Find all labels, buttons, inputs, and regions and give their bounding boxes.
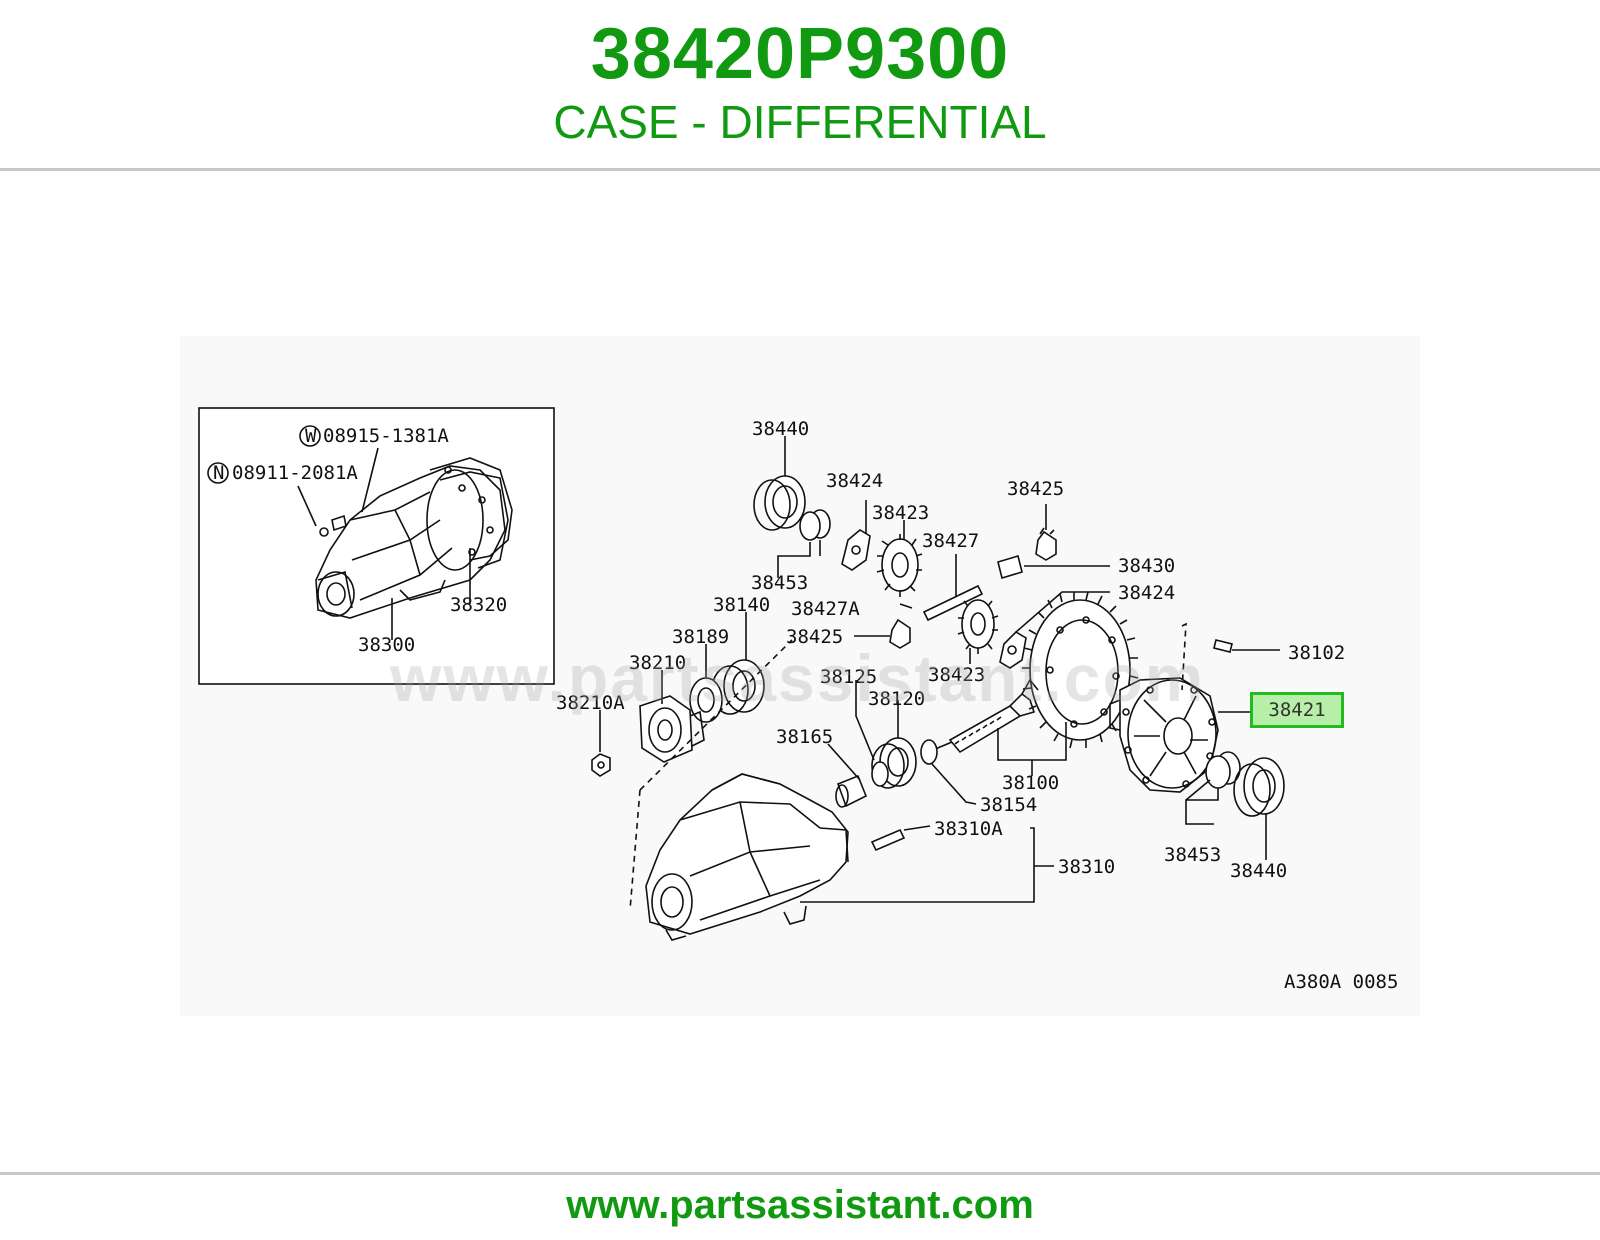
carrier-case-drawing — [645, 773, 849, 941]
highlighted-part-38421[interactable]: 38421 — [1250, 692, 1344, 728]
inset-label-bolt-w-code: 08915-1381A — [323, 425, 449, 447]
callout-38425-mid: 38425 — [786, 626, 843, 648]
page-header: 38420P9300 CASE - DIFFERENTIAL — [0, 0, 1600, 168]
ring-gear-drawing — [1022, 591, 1139, 749]
part-description: CASE - DIFFERENTIAL — [553, 96, 1047, 148]
inset-label-gasket: 38320 — [450, 594, 507, 616]
callout-38423-mid: 38423 — [928, 664, 985, 686]
callout-38125: 38125 — [820, 666, 877, 688]
inset-label-n-prefix: N — [213, 462, 224, 484]
n-circle — [207, 462, 229, 484]
footer-divider — [0, 1172, 1600, 1175]
callout-38100: 38100 — [1002, 772, 1059, 794]
inset-carrier-drawing — [315, 457, 513, 619]
diagram-code: A380A 0085 — [1284, 971, 1398, 993]
differential-case-drawing — [1109, 677, 1219, 793]
inset-label-nut-n-code: 08911-2081A — [232, 462, 358, 484]
callout-38424-mid: 38424 — [1118, 582, 1175, 604]
callout-38189: 38189 — [672, 626, 729, 648]
footer-site-url[interactable]: www.partsassistant.com — [566, 1183, 1034, 1227]
callout-38120: 38120 — [868, 688, 925, 710]
callout-38453-top: 38453 — [751, 572, 808, 594]
callout-38453-right: 38453 — [1164, 844, 1221, 866]
callout-38424-top: 38424 — [826, 470, 883, 492]
callout-38140: 38140 — [713, 594, 770, 616]
callout-38423-top: 38423 — [872, 502, 929, 524]
companion-flange-drawing — [639, 695, 705, 763]
bearing-right-drawing — [1233, 757, 1285, 817]
callout-38440-right: 38440 — [1230, 860, 1287, 882]
callout-38310A: 38310A — [934, 818, 1003, 840]
pinion-bearing-inner-drawing — [871, 737, 917, 789]
callout-38427: 38427 — [922, 530, 979, 552]
callout-38210: 38210 — [629, 652, 686, 674]
inset-label-carrier-assembly: 38300 — [358, 634, 415, 656]
callout-38427A: 38427A — [791, 598, 860, 620]
callout-38154: 38154 — [980, 794, 1037, 816]
callout-38430: 38430 — [1118, 555, 1175, 577]
bearing-top-left-drawing — [753, 475, 806, 531]
leader-inset-nut — [297, 485, 317, 527]
callout-38440-top-left: 38440 — [752, 418, 809, 440]
side-gear-mid-drawing — [957, 599, 999, 654]
callout-38165: 38165 — [776, 726, 833, 748]
side-gear-top-drawing — [876, 534, 923, 597]
header-divider — [0, 168, 1600, 171]
drive-pinion-drawing — [927, 678, 1039, 754]
leader-inset-bolt — [361, 447, 379, 513]
callout-38425-top: 38425 — [1007, 478, 1064, 500]
watermark: www.partsassistant.com — [390, 641, 1206, 715]
callout-38210A: 38210A — [556, 692, 625, 714]
part-number-title: 38420P9300 — [590, 14, 1010, 94]
callout-38102: 38102 — [1288, 642, 1345, 664]
inset-label-w-prefix: W — [305, 425, 317, 447]
w-circle — [299, 425, 321, 447]
callout-38310: 38310 — [1058, 856, 1115, 878]
highlighted-part-label: 38421 — [1268, 699, 1326, 721]
